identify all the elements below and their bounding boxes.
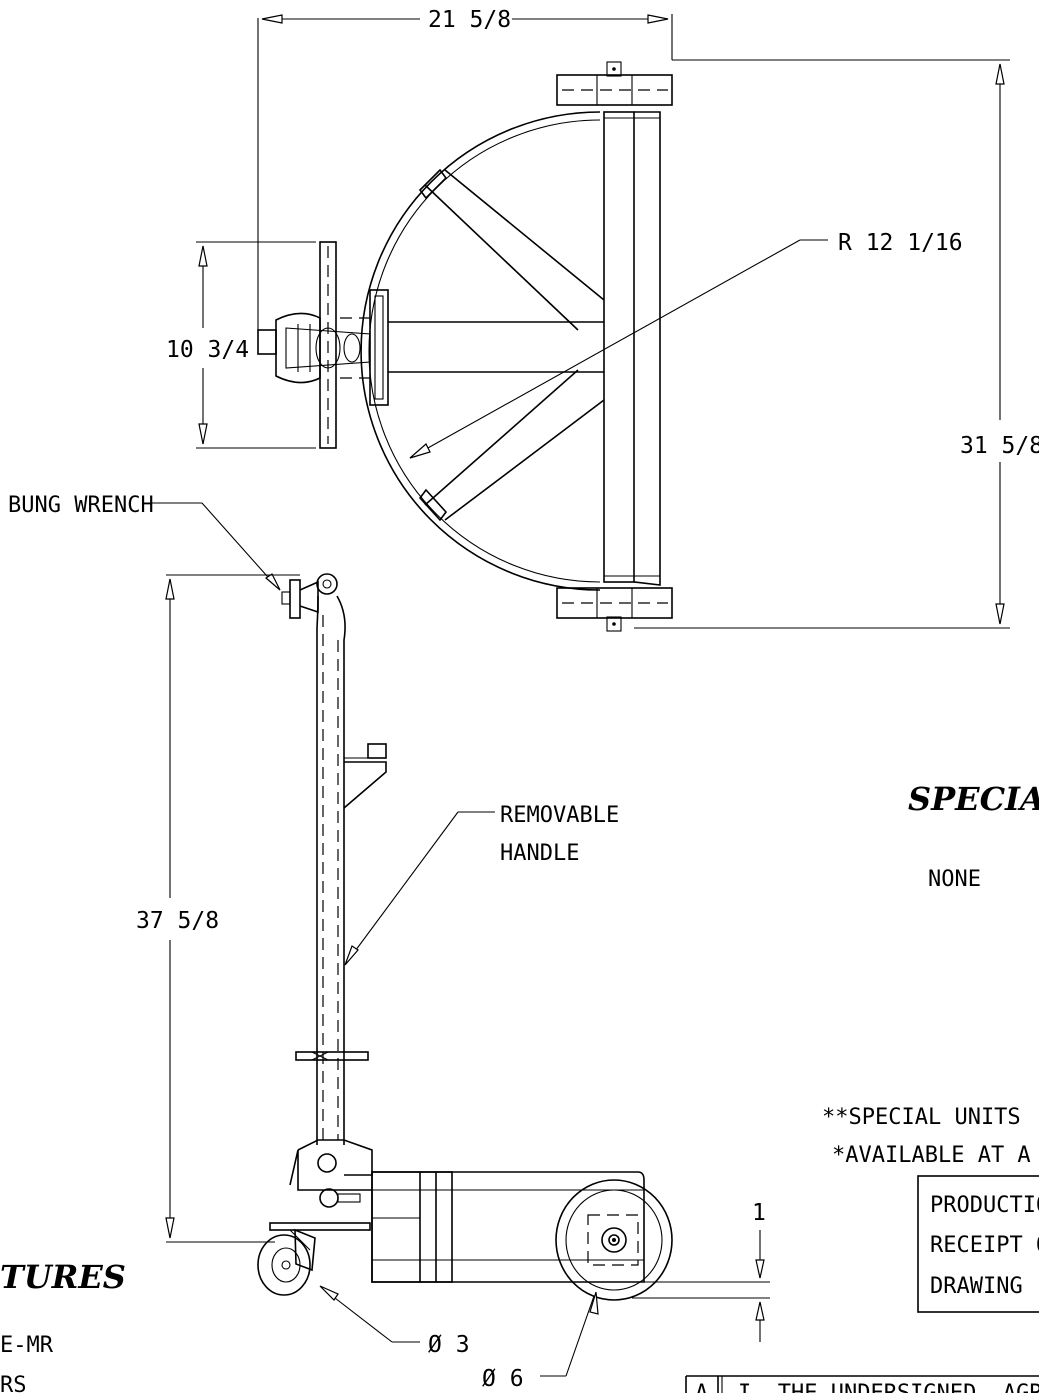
- dim-wheel-span: 10 3/4: [166, 337, 249, 363]
- label-handle: HANDLE: [500, 841, 579, 866]
- special-value: NONE: [928, 867, 981, 892]
- special-heading: SPECIAL: [908, 780, 1039, 818]
- top-view: 21 5/8: [166, 7, 1039, 632]
- dim-top-width: 21 5/8: [428, 7, 511, 33]
- note-special-units: **SPECIAL UNITS: [822, 1105, 1021, 1130]
- features-heading: TURES: [0, 1258, 126, 1296]
- agreement-text: I, THE UNDERSIGNED, AGREE THAT THE: [738, 1381, 1039, 1393]
- label-bung-wrench: BUNG WRENCH: [8, 493, 154, 518]
- label-removable: REMOVABLE: [500, 803, 619, 828]
- features-line2: RS: [0, 1373, 27, 1393]
- note-available: *AVAILABLE AT A: [832, 1143, 1031, 1168]
- production-line3: DRAWING: [930, 1274, 1023, 1299]
- bung-wrench-callout: BUNG WRENCH: [8, 493, 281, 591]
- dim-caster-diameter: Ø 3: [428, 1332, 470, 1358]
- dim-clearance: 1: [752, 1200, 766, 1226]
- side-view: 37 5/8 REMOVABLE HANDLE: [136, 573, 770, 1392]
- agreement-strip: A I, THE UNDERSIGNED, AGREE THAT THE: [685, 1375, 1039, 1393]
- dim-overall-length: 31 5/8: [960, 433, 1039, 459]
- dim-height: 37 5/8: [136, 908, 219, 934]
- production-line2: RECEIPT OF: [930, 1233, 1039, 1258]
- production-line1: PRODUCTION: [930, 1193, 1039, 1218]
- dim-wheel-diameter: Ø 6: [482, 1366, 524, 1392]
- dim-radius: R 12 1/16: [838, 230, 963, 256]
- features-line1: E-MR: [0, 1333, 54, 1358]
- agreement-rev: A: [695, 1381, 708, 1393]
- production-box: PRODUCTION RECEIPT OF DRAWING: [917, 1175, 1039, 1313]
